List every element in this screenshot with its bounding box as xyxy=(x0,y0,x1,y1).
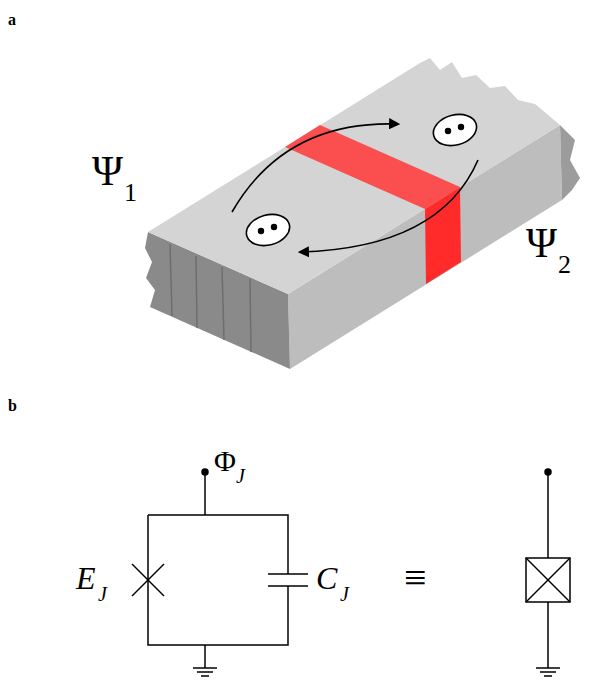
wavefunction-symbol: Ψ xyxy=(92,150,123,192)
node-flux: Φ xyxy=(214,446,236,476)
slab-right-end xyxy=(560,125,580,200)
wavefunction-symbol: Ψ xyxy=(526,222,557,264)
equivalence-sign: ≡ xyxy=(404,558,427,598)
capacitance-label: C xyxy=(316,562,337,594)
slab-top xyxy=(148,58,560,294)
subscript: J xyxy=(98,584,107,604)
energy-label: E xyxy=(76,562,96,594)
panel-letter: a xyxy=(8,12,16,28)
subscript: 1 xyxy=(124,180,137,206)
junction-circuit xyxy=(132,469,308,676)
cooper-pair xyxy=(430,110,480,150)
subscript: J xyxy=(236,466,245,486)
tunnel-arrow xyxy=(300,160,478,252)
subscript: J xyxy=(340,584,349,604)
tunnel-barrier-side xyxy=(425,187,461,284)
junction-symbol xyxy=(526,469,570,676)
cooper-pair xyxy=(243,210,293,250)
subscript: 2 xyxy=(558,252,571,278)
panel-letter: b xyxy=(8,398,17,414)
tunnel-arrow xyxy=(232,124,398,212)
